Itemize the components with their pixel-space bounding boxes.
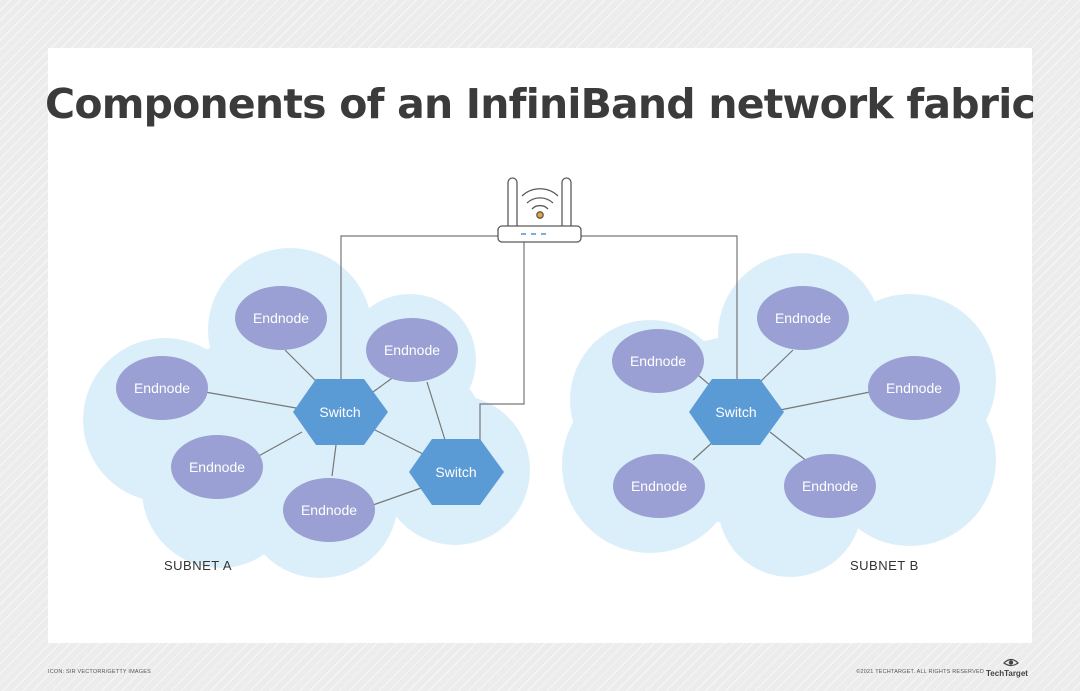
endnode-b2: Endnode <box>757 286 849 350</box>
endnode-a5: Endnode <box>283 478 375 542</box>
endnode-label: Endnode <box>189 459 245 475</box>
switch-label: Switch <box>319 404 360 420</box>
endnode-a3: Endnode <box>116 356 208 420</box>
endnode-b3: Endnode <box>868 356 960 420</box>
switch-a2: Switch <box>409 439 504 505</box>
techtarget-logo: TechTarget <box>986 656 1032 678</box>
switch-a1: Switch <box>293 379 388 445</box>
brand-name: TechTarget <box>986 669 1028 678</box>
icon-credit: ICON: SIR VECTORR/GETTY IMAGES <box>48 669 151 675</box>
page-title: Components of an InfiniBand network fabr… <box>45 80 1036 128</box>
switch-label: Switch <box>435 464 476 480</box>
endnode-label: Endnode <box>631 478 687 494</box>
eye-logo-icon <box>1003 658 1019 667</box>
endnode-b4: Endnode <box>613 454 705 518</box>
endnode-label: Endnode <box>301 502 357 518</box>
subnet-b-label: SUBNET B <box>850 558 919 573</box>
router-links <box>340 235 738 442</box>
endnode-label: Endnode <box>886 380 942 396</box>
copyright-text: ©2021 TECHTARGET. ALL RIGHTS RESERVED <box>856 669 984 675</box>
endnode-b5: Endnode <box>784 454 876 518</box>
switch-b1: Switch <box>689 379 784 445</box>
wireless-router-icon <box>497 177 582 243</box>
switch-label: Switch <box>715 404 756 420</box>
endnode-a4: Endnode <box>171 435 263 499</box>
endnode-label: Endnode <box>384 342 440 358</box>
endnode-label: Endnode <box>630 353 686 369</box>
subnet-a-links <box>204 349 446 506</box>
endnode-label: Endnode <box>775 310 831 326</box>
endnode-label: Endnode <box>253 310 309 326</box>
endnode-a2: Endnode <box>366 318 458 382</box>
endnode-a1: Endnode <box>235 286 327 350</box>
subnet-a-label: SUBNET A <box>164 558 232 573</box>
endnode-label: Endnode <box>134 380 190 396</box>
endnode-label: Endnode <box>802 478 858 494</box>
endnode-b1: Endnode <box>612 329 704 393</box>
